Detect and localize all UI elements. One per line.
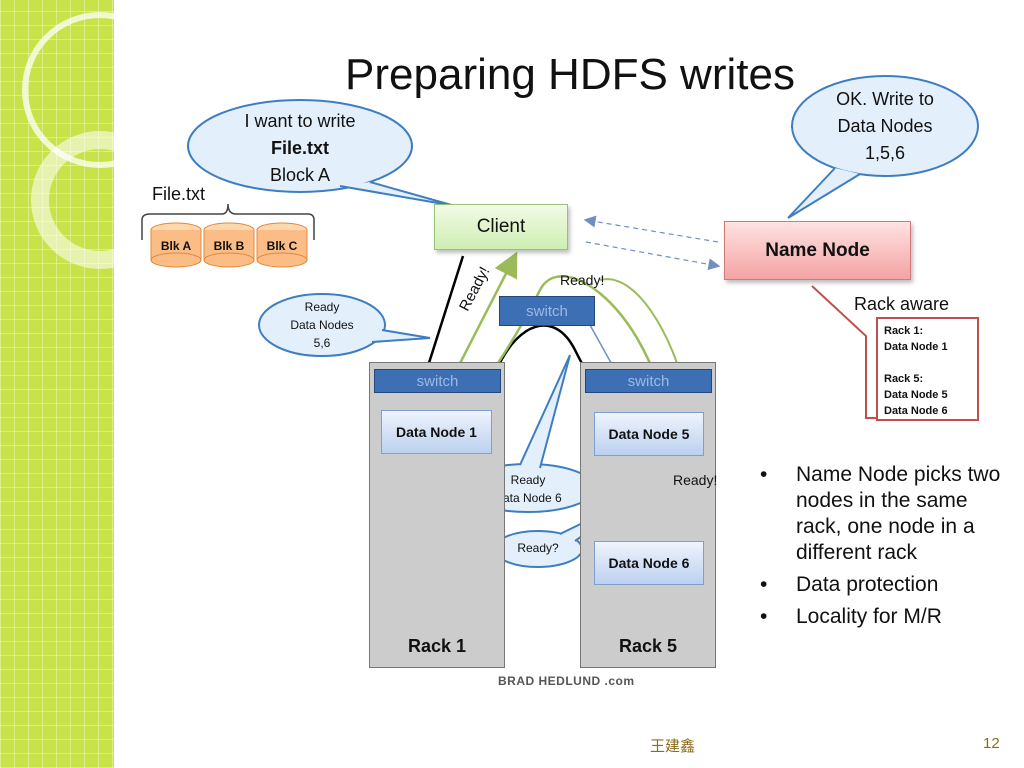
namenode-bubble-text: OK. Write to Data Nodes 1,5,6: [800, 86, 970, 167]
ready-bubble1-line3: 5,6: [313, 336, 331, 350]
namenode-bubble-line3: 1,5,6: [864, 143, 906, 163]
rack-info-line: Data Node 6: [884, 405, 948, 417]
ready-datanode6-text: Ready Data Node 6: [468, 471, 588, 507]
ready-label-switch: Ready!: [560, 272, 605, 288]
rack-info-spacer: [884, 355, 971, 371]
credit-text: BRAD HEDLUND .com: [498, 674, 635, 688]
rack-1-label: Rack 1: [407, 636, 467, 656]
rack-5-label: Rack 5: [618, 636, 678, 656]
client-bubble-line3: Block A: [269, 165, 331, 185]
rack-info-line: Rack 5:: [884, 373, 924, 385]
rack-5: Rack 5: [580, 362, 716, 668]
namenode-bubble-line1: OK. Write to: [836, 89, 934, 109]
page-number: 12: [983, 735, 1000, 752]
bullet-item: Name Node picks two nodes in the same ra…: [760, 462, 1010, 566]
rack-1: Rack 1: [369, 362, 505, 668]
ready-question-text: Ready?: [517, 541, 559, 555]
rack-aware-label: Rack aware: [854, 294, 950, 314]
data-node-1[interactable]: Data Node 1: [381, 410, 492, 454]
namenode-bubble-line2: Data Nodes: [837, 116, 933, 136]
ready-bubble2-line1: Ready: [510, 473, 546, 487]
ready-datanodes-bubble: [258, 293, 431, 357]
bullet-item: Data protection: [760, 572, 1010, 598]
data-node-5[interactable]: Data Node 5: [594, 412, 704, 456]
bullet-list: Name Node picks two nodes in the same ra…: [760, 462, 1010, 636]
ready-bubble1-line2: Data Nodes: [290, 318, 354, 332]
rack-info-line: Rack 1:: [884, 325, 924, 337]
rack-info-box: Rack 1: Data Node 1 Rack 5: Data Node 5 …: [876, 317, 979, 421]
file-label: File.txt: [152, 184, 206, 204]
ready-bubble2-line2: Data Node 6: [494, 491, 562, 505]
ready-datanodes-text: Ready Data Nodes 5,6: [272, 298, 372, 352]
rack-5-switch[interactable]: switch: [585, 369, 712, 393]
core-switch[interactable]: switch: [499, 296, 595, 326]
client-speech-bubble: [187, 99, 456, 207]
ready-label-dn6: Ready!: [673, 472, 718, 488]
client-bubble-line2: File.txt: [270, 138, 329, 158]
rack-1-switch[interactable]: switch: [374, 369, 501, 393]
client-bubble-text: I want to write File.txt Block A: [200, 108, 400, 189]
block-b-label: Blk B: [213, 239, 245, 253]
client-bubble-line1: I want to write: [244, 111, 356, 131]
file-bracket: [141, 203, 315, 240]
bullet-item: Locality for M/R: [760, 604, 1010, 630]
block-c-label: Blk C: [266, 239, 298, 253]
block-a-label: Blk A: [160, 239, 192, 253]
rack-info-line: Data Node 5: [884, 389, 948, 401]
rack-info-line: Data Node 1: [884, 341, 948, 353]
data-node-6[interactable]: Data Node 6: [594, 541, 704, 585]
block-cylinders: [150, 222, 308, 268]
name-node-box[interactable]: Name Node: [724, 221, 911, 280]
slide-title: Preparing HDFS writes: [345, 50, 795, 99]
circle-decoration: [22, 12, 114, 269]
namenode-speech-bubble: [787, 75, 979, 219]
slide-sidebar-decoration: [0, 0, 114, 768]
ready-bubble1-line1: Ready: [304, 300, 340, 314]
footer-author: 王建鑫: [650, 738, 696, 755]
client-box[interactable]: Client: [434, 204, 568, 250]
